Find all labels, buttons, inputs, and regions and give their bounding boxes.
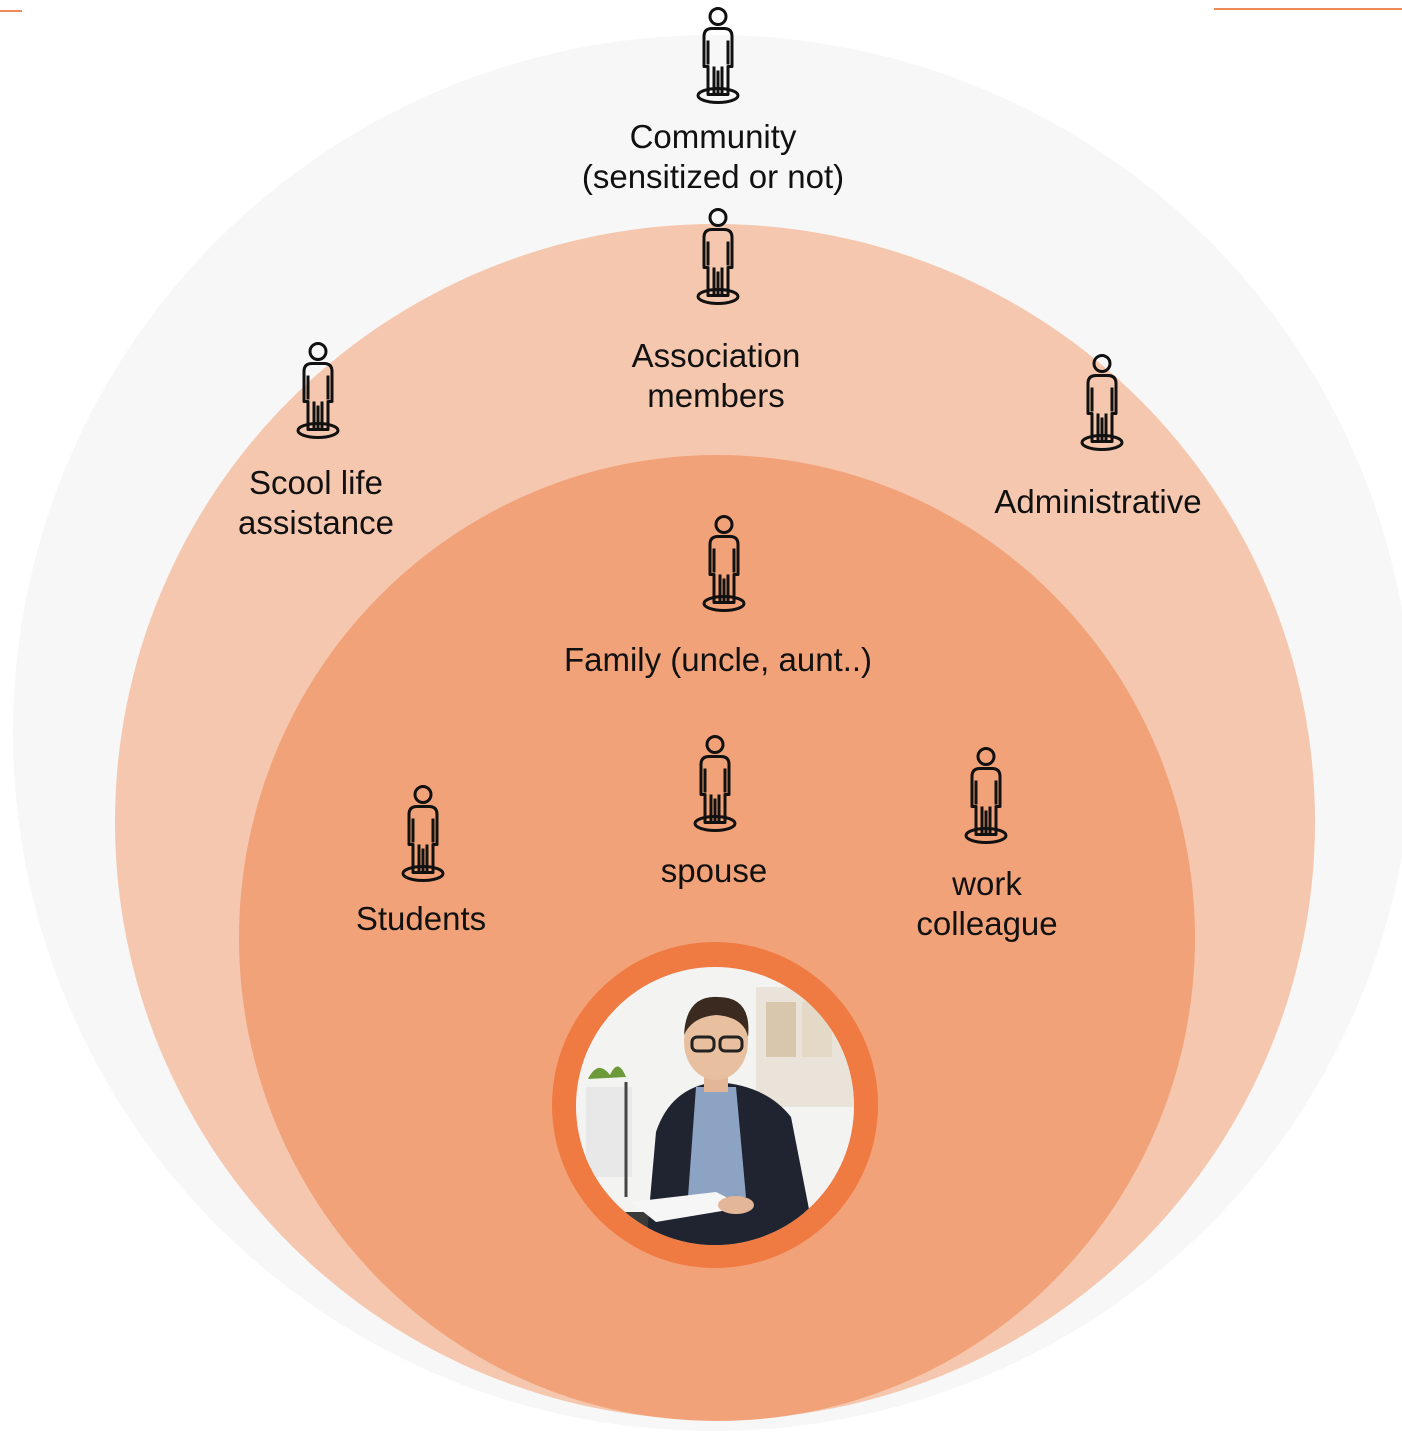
association-members-label: Association members bbox=[631, 337, 801, 414]
work-colleague-label: work colleague bbox=[916, 865, 1058, 942]
center-photo bbox=[576, 967, 854, 1245]
person-icon bbox=[699, 513, 749, 616]
top-right-accent-line bbox=[1214, 8, 1402, 10]
family-label: Family (uncle, aunt..) bbox=[563, 641, 873, 678]
person-icon bbox=[398, 783, 448, 886]
person-icon bbox=[693, 5, 743, 108]
administrative-label: Administrative bbox=[994, 483, 1202, 520]
person-icon bbox=[293, 340, 343, 443]
top-left-accent-line bbox=[0, 10, 22, 12]
person-icon bbox=[961, 745, 1011, 848]
person-icon bbox=[1077, 352, 1127, 455]
spouse-label: spouse bbox=[660, 852, 768, 889]
community-label: Community (sensitized or not) bbox=[581, 118, 845, 195]
school-life-assistance-label: Scool life assistance bbox=[238, 464, 394, 541]
inner-ring bbox=[239, 455, 1195, 1421]
person-icon bbox=[690, 733, 740, 836]
person-icon bbox=[693, 206, 743, 309]
students-label: Students bbox=[355, 900, 487, 937]
